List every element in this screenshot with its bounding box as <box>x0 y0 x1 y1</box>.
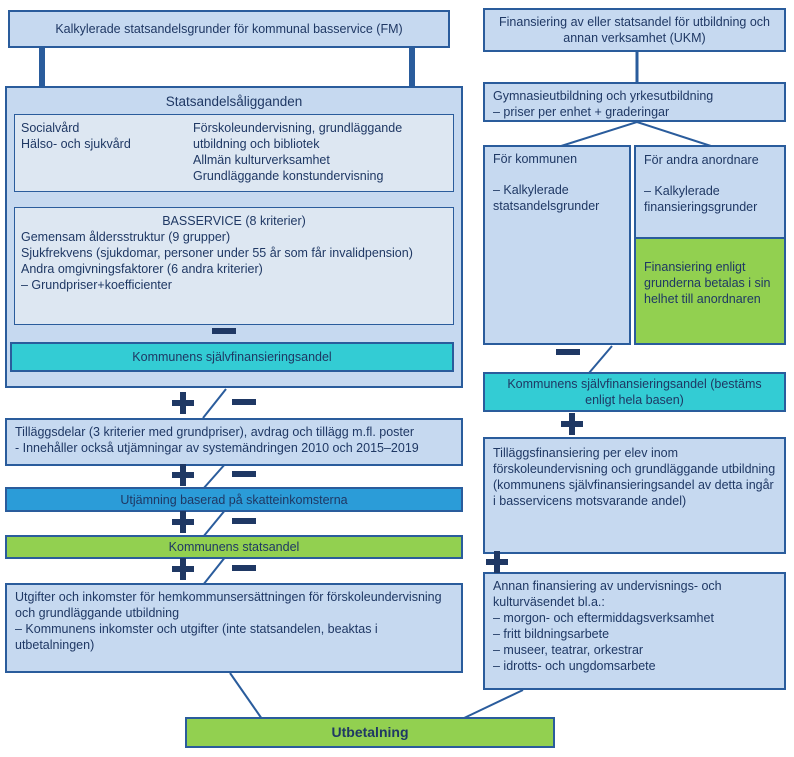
utjamning-box: Utjämning baserad på skatteinkomsterna <box>5 487 463 512</box>
utbetalning-label: Utbetalning <box>331 723 409 740</box>
statsandel-box: Kommunens statsandel <box>5 535 463 559</box>
duties-col1: Socialvård Hälso- och sjukvård <box>21 120 193 186</box>
for-kommunen-line: – Kalkylerade statsandelsgrunder <box>493 183 600 213</box>
right-self-finance-box: Kommunens självfinansieringsandel (bestä… <box>483 372 786 412</box>
annan-title: Annan finansiering av undervisnings- och… <box>493 579 722 609</box>
annan-item: – idrotts- och ungdomsarbete <box>493 659 656 673</box>
minus-icon <box>232 471 256 477</box>
annan-item: – morgon- och eftermiddagsverksamhet <box>493 611 714 625</box>
utbetalning-box: Utbetalning <box>185 717 555 748</box>
plus-icon <box>486 551 508 573</box>
annan-item: – museer, teatrar, orkestrar <box>493 643 644 657</box>
duty-item: Socialvård <box>21 121 80 135</box>
for-kommunen-box: För kommunen – Kalkylerade statsandelsgr… <box>483 145 631 345</box>
finansiering-green-label: Finansiering enligt grunderna betalas i … <box>644 260 771 306</box>
duty-item: Hälso- och sjukvård <box>21 137 131 151</box>
left-top-box: Kalkylerade statsandelsgrunder för kommu… <box>8 10 450 48</box>
basservice-box: BASSERVICE (8 kriterier) Gemensam ålders… <box>14 207 454 325</box>
plus-icon <box>172 558 194 580</box>
right-self-finance-label: Kommunens självfinansieringsandel (bestä… <box>507 377 762 407</box>
minus-icon <box>232 565 256 571</box>
for-andra-top: För andra anordnare – Kalkylerade finans… <box>636 147 784 219</box>
basservice-line: – Grundpriser+koefficienter <box>21 278 172 292</box>
duty-item: Grundläggande konstundervisning <box>193 169 384 183</box>
duties-box: Socialvård Hälso- och sjukvård Förskoleu… <box>14 114 454 192</box>
right-top-box: Finansiering av eller statsandel för utb… <box>483 8 786 52</box>
utjamning-label: Utjämning baserad på skatteinkomsterna <box>120 492 348 507</box>
tillaggsfinansiering-line1: Tilläggsfinansiering per elev inom försk… <box>493 446 776 476</box>
left-self-finance-label: Kommunens självfinansieringsandel <box>132 350 332 364</box>
tillaggsfinansiering-line2: (kommunens självfinansieringsandel av de… <box>493 478 774 508</box>
right-top-box-label: Finansiering av eller statsandel för utb… <box>499 15 770 45</box>
for-andra-box: För andra anordnare – Kalkylerade finans… <box>634 145 786 345</box>
minus-icon <box>212 328 236 334</box>
duty-item: Allmän kulturverksamhet <box>193 153 330 167</box>
duties-col2: Förskoleundervisning, grundläggande utbi… <box>193 120 447 186</box>
basservice-line: Andra omgivningsfaktorer (6 andra kriter… <box>21 262 263 276</box>
left-top-box-label: Kalkylerade statsandelsgrunder för kommu… <box>55 22 403 36</box>
basservice-line: Gemensam åldersstruktur (9 grupper) <box>21 230 231 244</box>
duty-item: Förskoleundervisning, grundläggande utbi… <box>193 121 403 151</box>
annan-item: – fritt bildningsarbete <box>493 627 610 641</box>
utgifter-line2: – Kommunens inkomster och utgifter (inte… <box>15 622 378 652</box>
gymnasie-box: Gymnasieutbildning och yrkesutbildning –… <box>483 82 786 122</box>
for-andra-line: – Kalkylerade finansieringsgrunder <box>644 184 758 214</box>
tillaggsdelar-line2: - Innehåller också utjämningar av system… <box>15 441 419 455</box>
plus-icon <box>561 413 583 435</box>
gymnasie-line2: – priser per enhet + graderingar <box>493 105 670 119</box>
plus-icon <box>172 392 194 414</box>
container-title: Statsandelsåligganden <box>165 94 303 109</box>
tillaggsdelar-box: Tilläggsdelar (3 kriterier med grundpris… <box>5 418 463 466</box>
basservice-title: BASSERVICE (8 kriterier) <box>162 214 306 228</box>
minus-icon <box>232 518 256 524</box>
for-kommunen-title: För kommunen <box>493 152 578 166</box>
tillaggsdelar-line1: Tilläggsdelar (3 kriterier med grundpris… <box>15 425 415 439</box>
for-andra-title: För andra anordnare <box>644 153 759 167</box>
plus-icon <box>172 511 194 533</box>
annan-finansiering-box: Annan finansiering av undervisnings- och… <box>483 572 786 690</box>
tillaggsfinansiering-box: Tilläggsfinansiering per elev inom försk… <box>483 437 786 554</box>
plus-icon <box>172 464 194 486</box>
minus-icon <box>556 349 580 355</box>
statsandel-obligations-container: Statsandelsåligganden Socialvård Hälso- … <box>5 86 463 388</box>
basservice-line: Sjukfrekvens (sjukdomar, personer under … <box>21 246 413 260</box>
minus-icon <box>232 399 256 405</box>
gymnasie-line1: Gymnasieutbildning och yrkesutbildning <box>493 89 714 103</box>
left-self-finance-box: Kommunens självfinansieringsandel <box>10 342 454 372</box>
finansiering-green-note: Finansiering enligt grunderna betalas i … <box>636 237 784 343</box>
statsandel-label: Kommunens statsandel <box>168 540 300 554</box>
utgifter-line1: Utgifter och inkomster för hemkommunsers… <box>15 590 442 620</box>
utgifter-box: Utgifter och inkomster för hemkommunsers… <box>5 583 463 673</box>
